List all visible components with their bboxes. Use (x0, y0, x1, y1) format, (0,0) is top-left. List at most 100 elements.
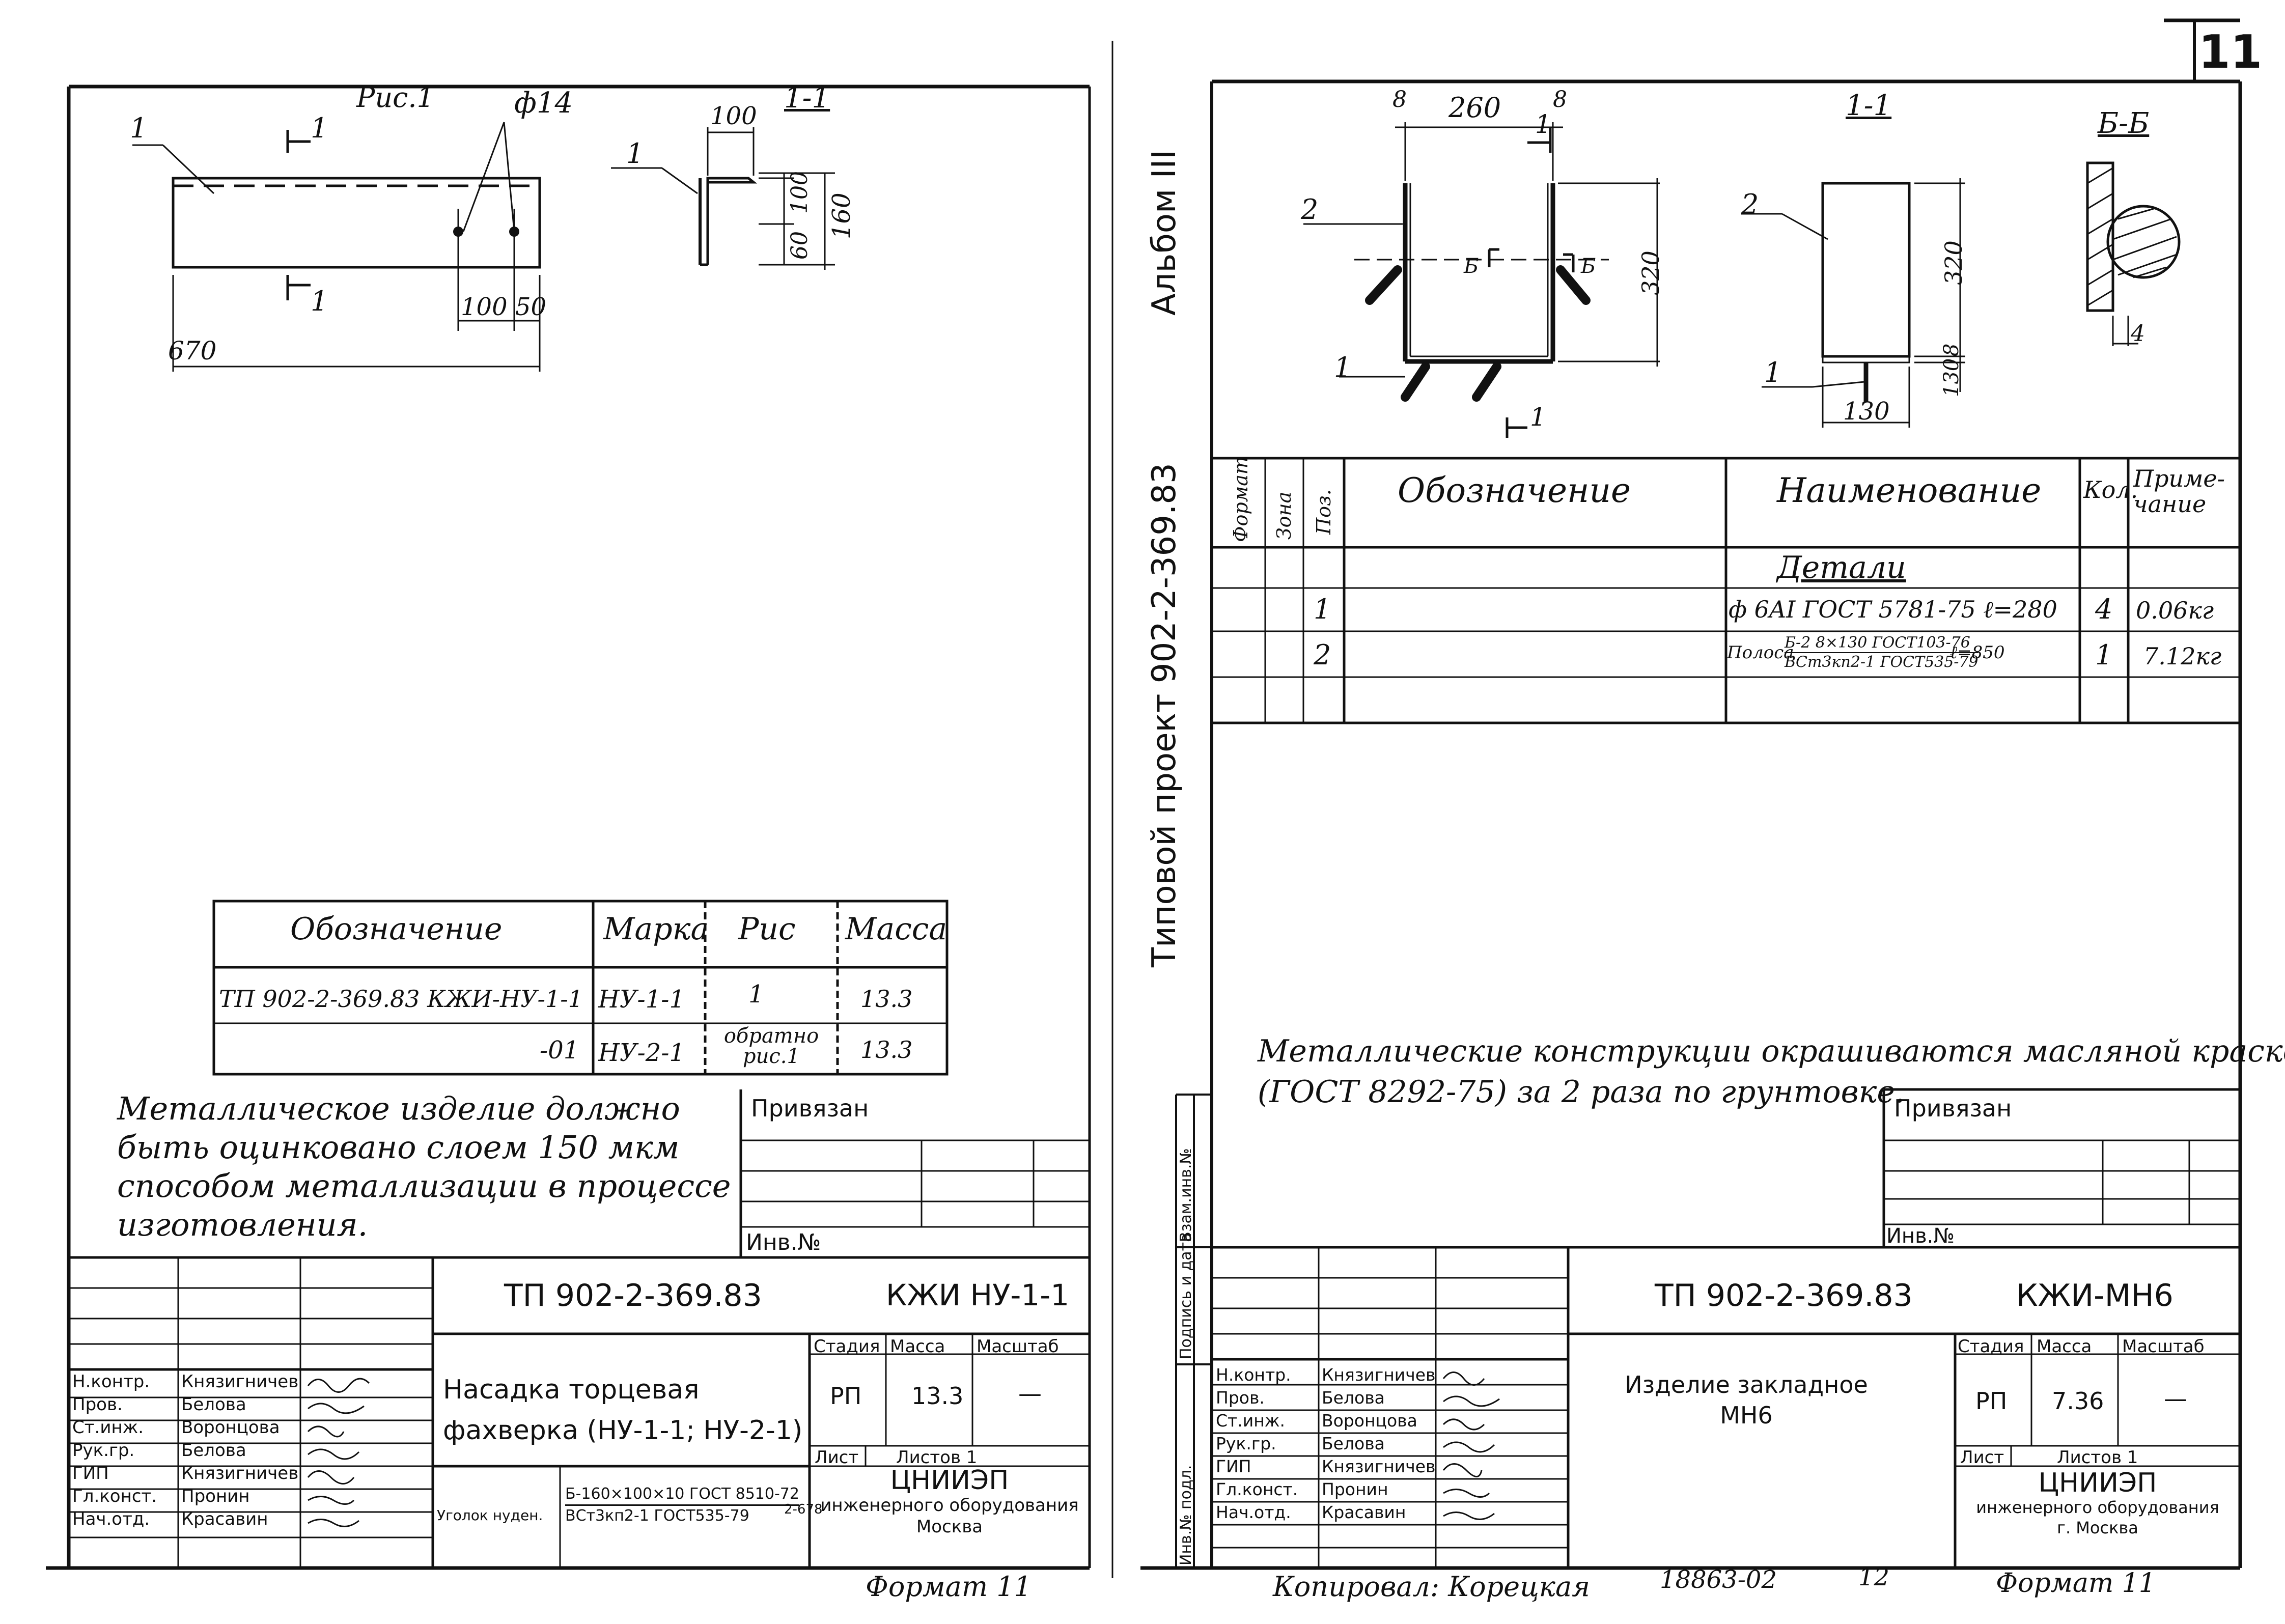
left-tb-title-line1: Насадка торцевая (443, 1375, 700, 1405)
left-tb-material-suffix: 2-678 (784, 1502, 823, 1517)
right-note-line2: (ГОСТ 8292-75) за 2 раза по грунтовке. (1258, 1074, 1905, 1110)
right-tb-mass-header: Масса (2037, 1336, 2092, 1357)
spec-header-note: Приме-чание (2133, 465, 2225, 518)
marks-row1-designation: ТП 902-2-369.83 КЖИ-НУ-1-1 (219, 985, 583, 1013)
right-signatures (1442, 1371, 1500, 1520)
right-tb-title: Изделие закладное МН6 (1594, 1369, 1899, 1431)
left-tb-org-line3: Москва (916, 1517, 983, 1537)
left-format: Формат 11 (866, 1571, 1032, 1603)
bracket-drawing (132, 122, 835, 372)
right-name-4: Белова (1322, 1434, 1385, 1453)
right-name-1: Князигничев (1322, 1365, 1436, 1385)
right-name-5: Князигничев (1322, 1457, 1436, 1476)
sec-mark-bottom: 1 (1530, 402, 1546, 432)
left-name-6: Пронин (181, 1486, 250, 1506)
left-note-line3: способом металлизации в процессе (117, 1167, 731, 1205)
left-note-line1: Металлическое изделие должно (117, 1090, 680, 1127)
spec-row2-qty: 1 (2095, 639, 2113, 671)
section-mark-top: 1 (311, 112, 328, 144)
left-tb-code: ТП 902-2-369.83 (504, 1278, 762, 1313)
right-role-3: Ст.инж. (1216, 1411, 1285, 1431)
left-tb-material-line1: Б-160×100×10 ГОСТ 8510-72 (565, 1484, 799, 1506)
left-tb-stage-header: Стадия (814, 1336, 880, 1357)
spec-row2-note: 7.12кг (2143, 642, 2222, 670)
left-tb-title-line2: фахверка (НУ-1-1; НУ-2-1) (443, 1415, 803, 1446)
marks-header-designation: Обозначение (290, 911, 503, 947)
right-tb-org-line2: инженерного оборудования (1976, 1498, 2219, 1517)
marks-header-mass: Масса (845, 911, 948, 947)
marks-table-grid (212, 900, 949, 1076)
right-tb-mass: 7.36 (2052, 1387, 2104, 1415)
dim-50: 50 (515, 293, 547, 321)
right-tb-title-line2: МН6 (1720, 1402, 1773, 1429)
right-privyazan: Привязан (1894, 1095, 2012, 1122)
left-role-1: Н.контр. (72, 1371, 150, 1392)
embedded-part-drawing (1303, 122, 2181, 438)
right-tb-title-line1: Изделие закладное (1625, 1371, 1868, 1398)
sec-b-right: Б (1581, 255, 1596, 278)
hole-dimension: ф14 (514, 87, 573, 120)
spec-row1-qty: 4 (2095, 593, 2113, 625)
left-roles: Н.контр. Пров. Ст.инж. Рук.гр. ГИП Гл.ко… (72, 1370, 157, 1531)
spec-header-qty: Кол. (2083, 476, 2138, 503)
right-tb-stage: РП (1975, 1387, 2008, 1415)
left-name-7: Красавин (181, 1509, 268, 1529)
right-name-6: Пронин (1322, 1479, 1388, 1499)
right-tb-org: ЦНИИЭП инженерного оборудования г. Москв… (1955, 1469, 2240, 1538)
left-tb-scale: — (1018, 1380, 1042, 1407)
right-tb-sheet-code: КЖИ-МН6 (2016, 1278, 2173, 1313)
left-tb-org: ЦНИИЭП инженерного оборудования Москва (810, 1466, 1090, 1537)
spec-row2-profile: Б-2 8×130 ГОСТ103-76 (1785, 634, 1979, 653)
left-role-2: Пров. (72, 1394, 123, 1415)
left-tb-mass: 13.3 (911, 1382, 964, 1410)
right-tb-sheet: Лист (1960, 1447, 2004, 1468)
marks-header-fig: Рис (738, 911, 796, 947)
left-tb-org-name: ЦНИИЭП (890, 1465, 1009, 1496)
right-roles: Н.контр. Пров. Ст.инж. Рук.гр. ГИП Гл.ко… (1216, 1363, 1298, 1524)
left-privyazan: Привязан (751, 1095, 869, 1122)
marks-row2-mark: НУ-2-1 (598, 1039, 685, 1067)
left-tb-sheets: Листов 1 (896, 1447, 978, 1468)
right-tb-sheets: Листов 1 (2057, 1447, 2138, 1468)
marks-row2-fig: обратно рис.1 (723, 1024, 819, 1068)
left-tb-scale-header: Масштаб (977, 1336, 1059, 1357)
right-tb-stage-header: Стадия (1958, 1336, 2024, 1357)
section-pos1: 1 (1764, 356, 1782, 388)
left-tb-material-label: Уголок нуден. (437, 1507, 543, 1524)
right-role-5: ГИП (1216, 1457, 1251, 1476)
dim-130: 130 (1843, 397, 1890, 426)
left-name-4: Белова (181, 1440, 246, 1461)
right-tb-org-line3: г. Москва (2057, 1518, 2138, 1537)
page-number: 11 (2198, 25, 2263, 79)
marks-header-mark: Марка (603, 911, 709, 947)
spec-row1-note: 0.06кг (2136, 597, 2214, 624)
right-inv-number: Инв.№ (1886, 1224, 1955, 1248)
left-signatures (307, 1378, 370, 1527)
left-tb-sheet: Лист (815, 1447, 859, 1468)
left-note-line4: изготовления. (117, 1206, 368, 1243)
left-tb-material-line2: ВСт3кп2-1 ГОСТ535-79 (565, 1507, 749, 1525)
marks-row1-fig: 1 (748, 980, 764, 1009)
section-mark-bottom: 1 (311, 285, 328, 317)
front-pos1: 1 (1334, 351, 1352, 383)
section-title-1-1: 1-1 (784, 81, 830, 115)
left-inv-number: Инв.№ (746, 1229, 821, 1255)
left-tb-mass-header: Масса (890, 1336, 945, 1357)
spec-row2-pos: 2 (1314, 639, 1331, 671)
right-role-4: Рук.гр. (1216, 1434, 1276, 1453)
left-name-5: Князигничев (181, 1463, 299, 1483)
dim-section-100: 100 (710, 102, 757, 130)
right-name-3: Воронцова (1322, 1411, 1417, 1431)
spec-row2-steel: ВСт3кп2-1 ГОСТ535-79 (1785, 653, 1979, 671)
left-role-3: Ст.инж. (72, 1417, 144, 1438)
front-pos2: 2 (1301, 193, 1319, 226)
section-bb-title: Б-Б (2098, 107, 2150, 140)
section-1-1-title: 1-1 (1846, 89, 1892, 122)
left-role-4: Рук.гр. (72, 1440, 135, 1461)
dim-260: 260 (1448, 92, 1501, 124)
marks-row2-mass: 13.3 (860, 1036, 913, 1063)
left-name-1: Князигничев (181, 1371, 299, 1392)
right-tb-scale: — (2164, 1385, 2187, 1412)
